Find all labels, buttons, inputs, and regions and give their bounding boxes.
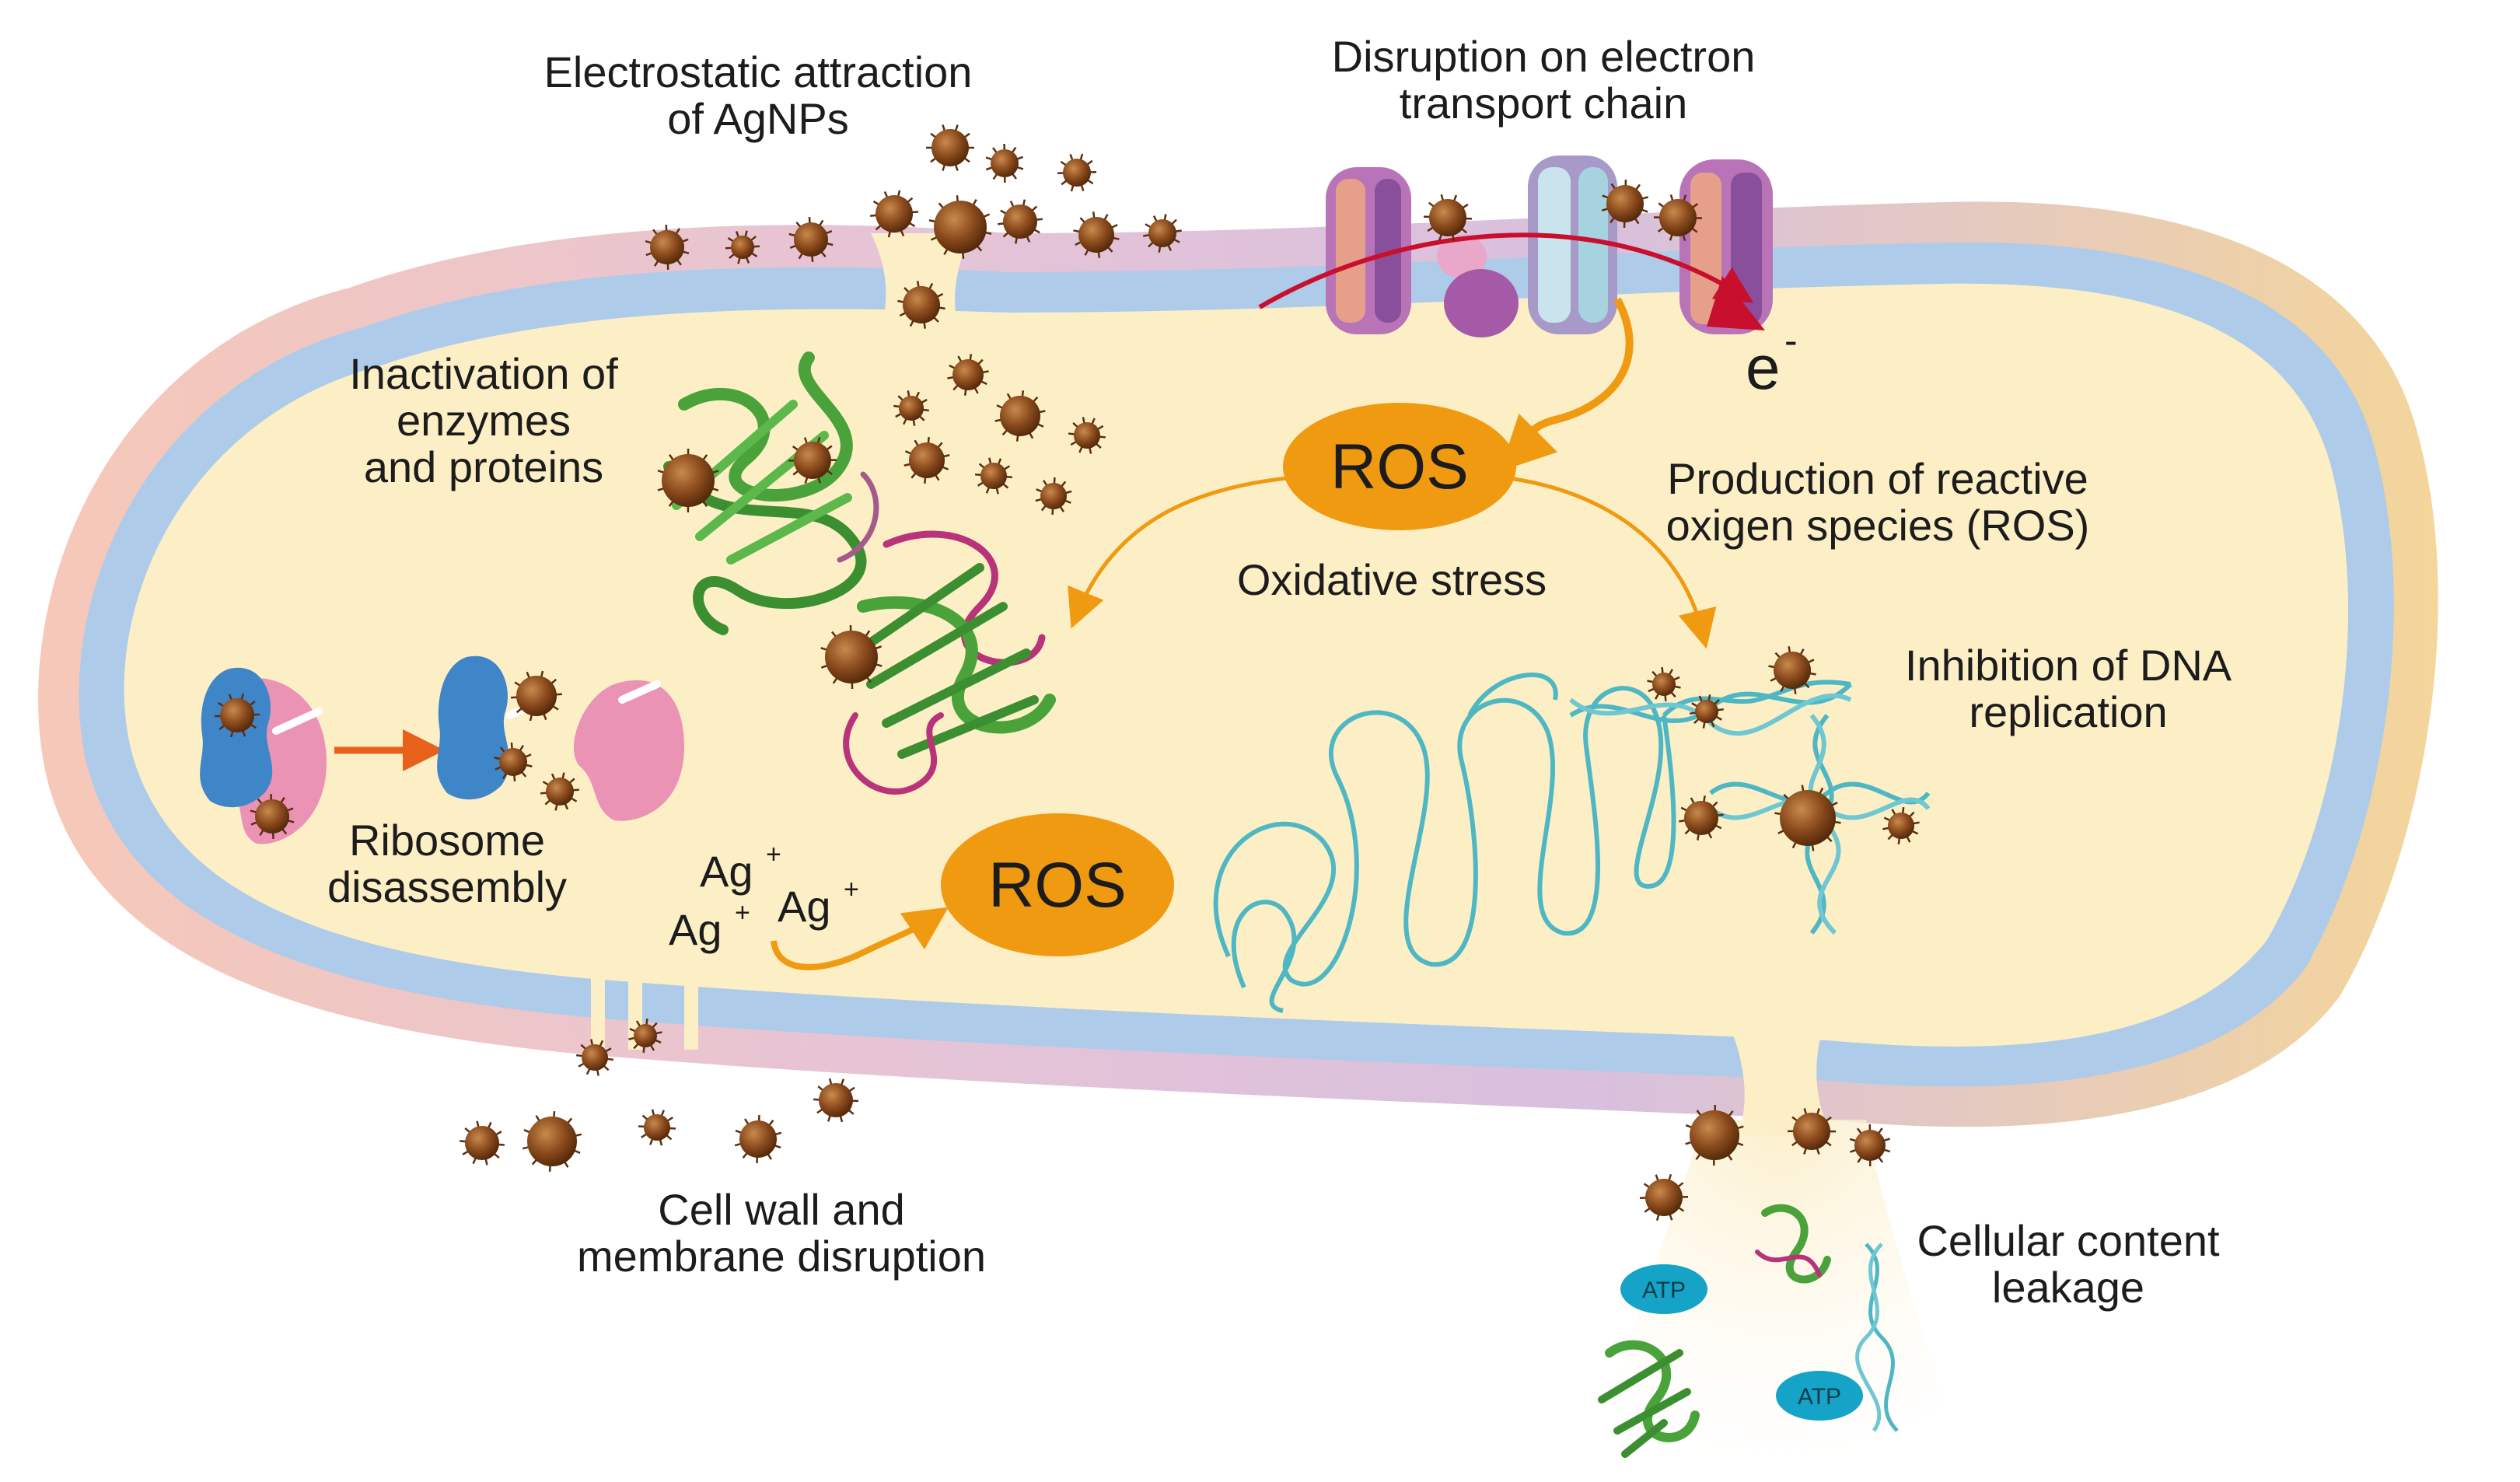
label-wall-2: membrane disruption [577, 1232, 986, 1281]
label-ribosome-1: Ribosome [349, 816, 545, 865]
ribosome-small-subunit [200, 668, 272, 807]
membrane-pore-left-3 [684, 972, 698, 1050]
silver-nanoparticle [460, 1121, 505, 1166]
ros-upper-label: ROS [1330, 432, 1469, 502]
label-electron-sup: - [1784, 319, 1798, 362]
label-ribosome-2: disassembly [327, 862, 567, 911]
label-etc-2: transport chain [1400, 79, 1687, 128]
svg-text:Ag: Ag [669, 905, 722, 954]
svg-text:Ag: Ag [700, 847, 753, 896]
label-ros-production-1: Production of reactive [1667, 454, 2088, 503]
atp-molecule-2: ATP [1776, 1371, 1863, 1421]
silver-nanoparticle [813, 1078, 858, 1122]
label-etc-1: Disruption on electron [1332, 32, 1756, 81]
silver-nanoparticle [735, 1115, 781, 1163]
etc-complex-3 [1528, 156, 1617, 334]
label-wall-1: Cell wall and [658, 1185, 905, 1234]
svg-text:Ag: Ag [778, 882, 831, 931]
label-leakage-1: Cellular content [1917, 1216, 2220, 1265]
silver-nanoparticle [1057, 154, 1096, 191]
label-ros-production-2: oxigen species (ROS) [1666, 501, 2090, 550]
label-enzymes-1: Inactivation of [349, 349, 618, 398]
label-enzymes-2: enzymes [397, 396, 571, 445]
ribosome-blue-fragment [437, 656, 509, 799]
svg-text:+: + [766, 840, 781, 869]
silver-nanoparticle [986, 144, 1023, 183]
silver-nanoparticle [926, 125, 974, 171]
label-electron: e [1746, 333, 1781, 402]
label-dna-2: replication [1969, 687, 2167, 736]
silver-nanoparticle [638, 1110, 676, 1145]
label-leakage-2: leakage [1992, 1263, 2144, 1312]
atp-label-2: ATP [1798, 1384, 1841, 1410]
membrane-pore-left-1 [591, 972, 605, 1050]
label-electrostatic-1: Electrostatic attraction [544, 47, 973, 96]
silver-nanoparticle [523, 1111, 582, 1172]
label-electrostatic-2: of AgNPs [667, 94, 848, 143]
ros-lower-label: ROS [988, 850, 1127, 921]
label-enzymes-3: and proteins [364, 442, 603, 491]
atp-label-1: ATP [1642, 1278, 1686, 1303]
svg-text:+: + [735, 898, 750, 928]
svg-text:+: + [844, 875, 859, 904]
atp-molecule-1: ATP [1620, 1264, 1707, 1314]
label-oxidative-stress: Oxidative stress [1237, 555, 1547, 604]
label-dna-1: Inhibition of DNA [1905, 641, 2232, 690]
